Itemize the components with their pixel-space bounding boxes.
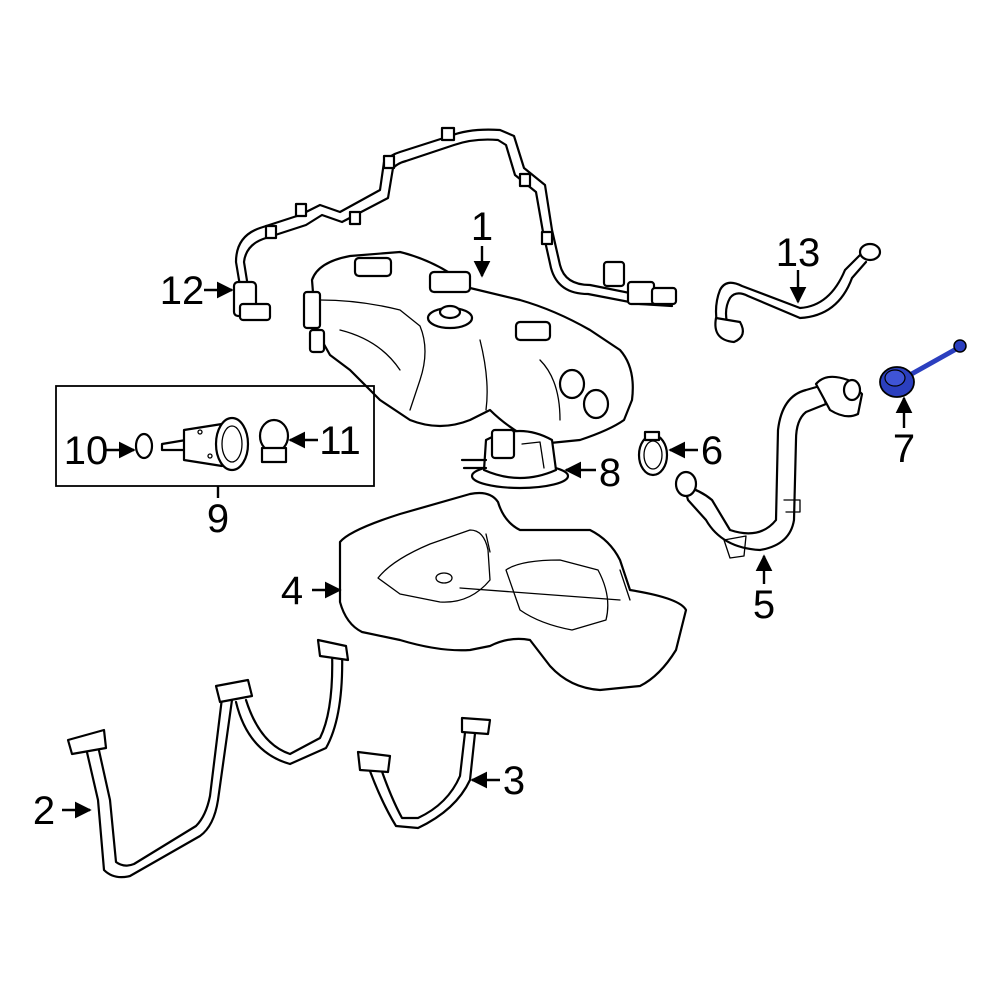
part-11-retainer-clip[interactable] xyxy=(258,418,290,464)
part-4-tank-shield[interactable] xyxy=(338,491,688,692)
leader-lines xyxy=(62,246,913,819)
callout-5: 5 xyxy=(753,583,775,627)
part-9-group-box xyxy=(55,385,375,487)
callout-9: 9 xyxy=(207,497,229,541)
callout-8: 8 xyxy=(599,451,621,495)
callout-6: 6 xyxy=(701,429,723,473)
callout-10: 10 xyxy=(64,429,109,473)
part-10-o-ring[interactable] xyxy=(134,432,154,460)
part-1-fuel-tank[interactable] xyxy=(302,250,634,446)
callout-1: 1 xyxy=(471,205,493,249)
callout-11: 11 xyxy=(319,419,361,463)
part-3-tank-strap[interactable] xyxy=(356,716,492,830)
callout-13: 13 xyxy=(776,231,821,275)
part-6-hose-clamp[interactable] xyxy=(637,430,669,477)
part-9-regulator[interactable] xyxy=(160,416,250,472)
callout-12: 12 xyxy=(160,269,205,313)
part-8-fuel-pump[interactable] xyxy=(460,428,570,490)
part-7-fuel-cap[interactable] xyxy=(879,339,967,398)
part-5-filler-neck[interactable] xyxy=(674,375,864,559)
callout-4: 4 xyxy=(281,569,303,613)
callout-2: 2 xyxy=(33,789,55,833)
part-12-wiring-harness[interactable] xyxy=(232,126,678,322)
callout-7: 7 xyxy=(893,427,915,471)
part-13-vent-hose[interactable] xyxy=(714,242,882,344)
part-2-tank-straps[interactable] xyxy=(66,638,350,879)
callout-3: 3 xyxy=(503,759,525,803)
